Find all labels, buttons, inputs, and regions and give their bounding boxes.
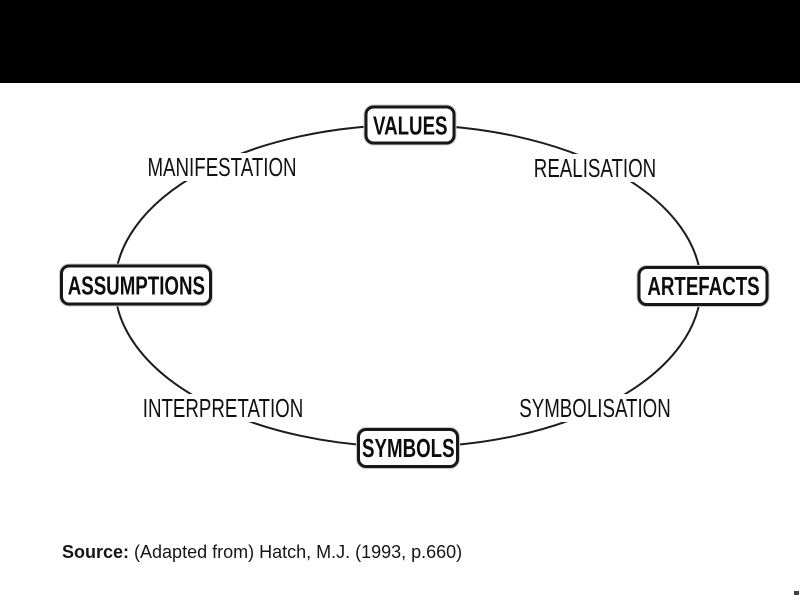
- source-label: Source:: [62, 542, 130, 562]
- top-black-bar: [0, 0, 800, 83]
- node-label-assumptions: ASSUMPTIONS: [67, 270, 205, 300]
- process-label-symbolisation: SYMBOLISATION: [512, 394, 678, 422]
- process-label-interpretation: INTERPRETATION: [136, 394, 310, 422]
- node-box-symbols: SYMBOLS: [357, 428, 459, 468]
- corner-artifact-mark: [794, 591, 799, 595]
- node-box-values: VALUES: [364, 105, 456, 145]
- source-line: Source:(Adapted from) Hatch, M.J. (1993,…: [62, 542, 462, 563]
- node-label-artefacts: ARTEFACTS: [646, 271, 760, 301]
- node-label-values: VALUES: [372, 110, 448, 140]
- source-text: (Adapted from) Hatch, M.J. (1993, p.660): [134, 542, 463, 562]
- node-box-assumptions: ASSUMPTIONS: [60, 264, 212, 306]
- node-label-symbols: SYMBOLS: [361, 433, 455, 463]
- process-label-realisation: REALISATION: [527, 154, 663, 182]
- node-box-artefacts: ARTEFACTS: [637, 266, 769, 306]
- process-label-manifestation: MANIFESTATION: [140, 153, 304, 181]
